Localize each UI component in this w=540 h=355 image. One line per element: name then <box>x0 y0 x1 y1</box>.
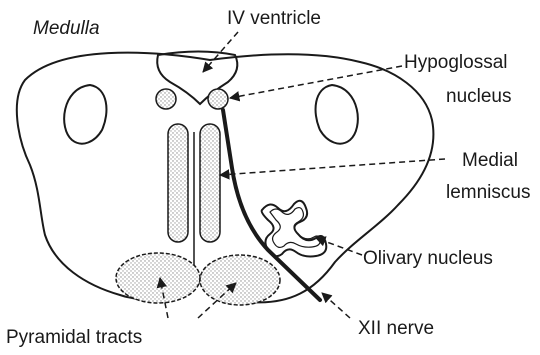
hypoglossal-nucleus-right <box>208 89 228 109</box>
right-lateral-cavity <box>316 85 358 144</box>
arrow-hypoglossal <box>230 66 402 98</box>
pyramidal-tracts-label: Pyramidal tracts <box>6 327 142 349</box>
medial-lemniscus-right <box>200 124 220 242</box>
medial-lemniscus-left <box>168 124 188 242</box>
pyramidal-tract-right <box>200 255 280 305</box>
arrow-medial-lemniscus <box>220 159 445 175</box>
hypoglossal-nucleus-label-line2: nucleus <box>446 86 512 108</box>
olivary-nucleus-label: Olivary nucleus <box>363 248 493 270</box>
pyramidal-tract-left <box>116 253 200 303</box>
medial-lemniscus-label-line1: Medial <box>462 150 518 172</box>
diagram-title: Medulla <box>33 18 100 40</box>
arrow-xii-nerve <box>322 293 350 318</box>
xii-nerve-label: XII nerve <box>358 318 434 340</box>
hypoglossal-nucleus-left <box>156 89 176 109</box>
hypoglossal-nucleus-label-line1: Hypoglossal <box>404 52 508 74</box>
medial-lemniscus-label-line2: lemniscus <box>446 182 530 204</box>
left-lateral-cavity <box>64 85 106 144</box>
iv-ventricle-label: IV ventricle <box>227 8 321 30</box>
